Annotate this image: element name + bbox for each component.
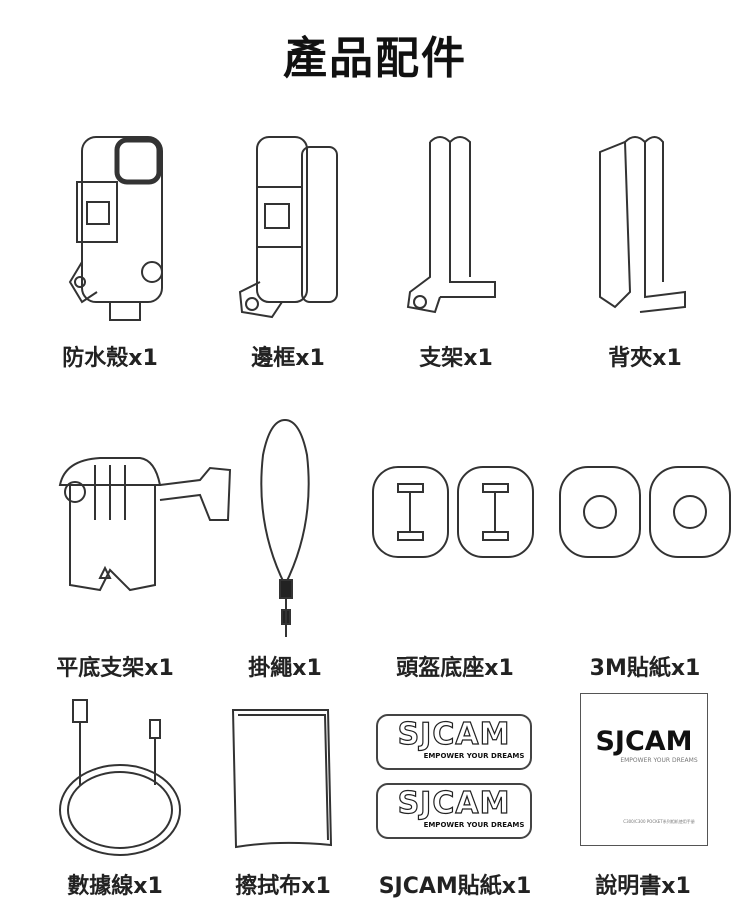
sjcam-sticker: SJCAM EMPOWER YOUR DREAMS [376,714,532,770]
flat-mount-icon [58,457,232,592]
sticker-logo: SJCAM [397,786,511,821]
back-clip-icon [599,136,686,313]
sticker-slogan: EMPOWER YOUR DREAMS [423,821,525,829]
item-label: 平底支架x1 [56,656,174,681]
manual-logo: SJCAM [595,726,693,757]
item-label: SJCAM貼紙x1 [378,874,532,899]
sticker-slogan: EMPOWER YOUR DREAMS [423,752,525,760]
item-label: 頭盔底座x1 [396,656,514,681]
item-label: 說明書x1 [595,874,691,899]
item-label: 掛繩x1 [248,656,322,681]
item-label: 邊框x1 [251,346,325,371]
bracket-icon [406,136,496,314]
waterproof-case-icon [68,136,163,321]
cleaning-cloth-icon [231,709,333,849]
manual-subtitle: C300/C300 POCKET系列相机使用手册 [623,819,695,824]
usb-cable-icon [59,699,181,856]
item-label: 防水殼x1 [62,346,158,371]
item-label: 背夾x1 [608,346,682,371]
sticker-logo: SJCAM [397,717,511,752]
manual: SJCAM EMPOWER YOUR DREAMS C300/C300 POCK… [580,693,708,846]
helmet-mount-icon [372,466,534,558]
item-label: 擦拭布x1 [235,874,331,899]
item-label: 3M貼紙x1 [589,656,701,681]
frame-icon [238,136,338,319]
manual-slogan: EMPOWER YOUR DREAMS [620,757,698,764]
item-label: 數據線x1 [67,874,163,899]
sjcam-sticker: SJCAM EMPOWER YOUR DREAMS [376,783,532,839]
item-label: 支架x1 [419,346,493,371]
lanyard-icon [260,418,310,637]
3m-sticker-icon [559,466,731,558]
page-title: 產品配件 [283,33,467,84]
